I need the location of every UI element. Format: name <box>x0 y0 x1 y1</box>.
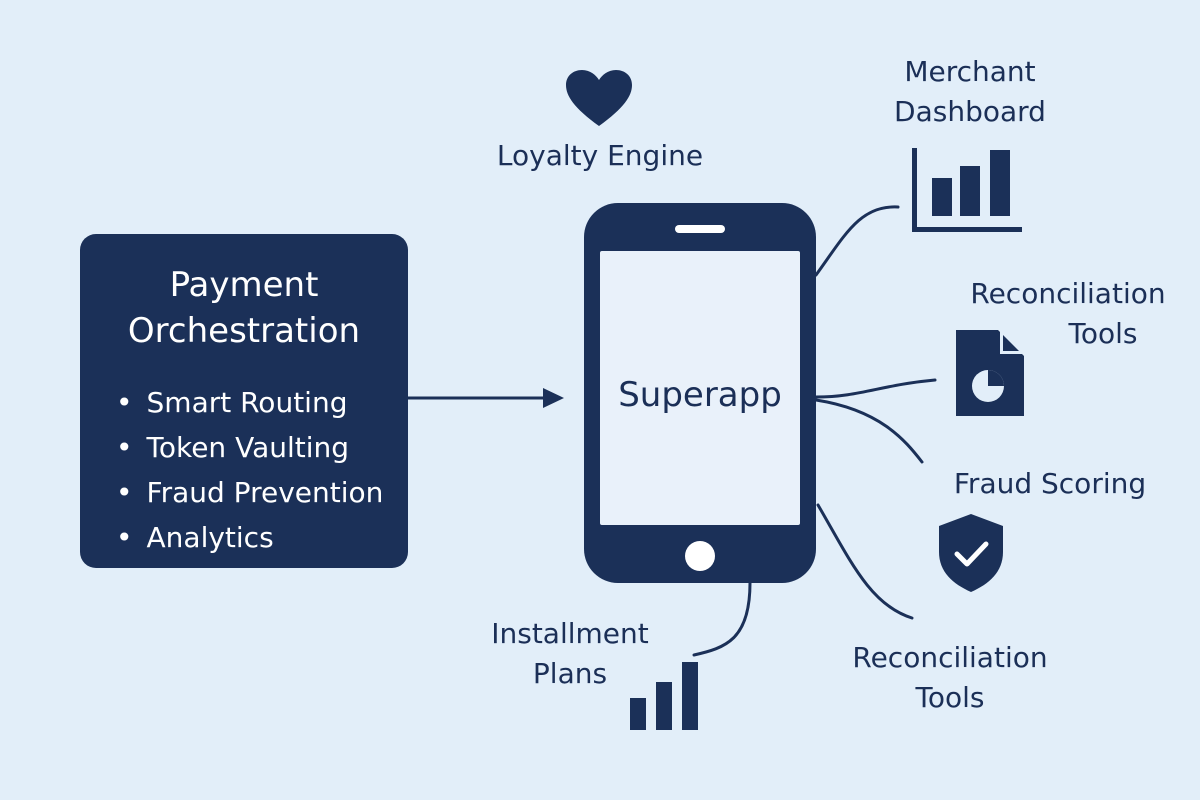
label-line: Dashboard <box>894 95 1046 128</box>
connector-installment <box>692 581 752 657</box>
title-line-1: Payment <box>169 265 319 305</box>
phone-home-button <box>685 541 715 571</box>
connector-reconciliation-bottom <box>816 503 914 620</box>
fraud-scoring-label: Fraud Scoring <box>953 467 1147 500</box>
loyalty-engine-label: Loyalty Engine <box>496 139 704 172</box>
connector-merchant-dashboard <box>814 205 900 277</box>
phone-speaker <box>675 225 725 233</box>
label-line: Reconciliation <box>970 277 1166 310</box>
bar-chart-icon <box>912 148 1022 232</box>
label-line: Tools <box>915 681 985 714</box>
connector-reconciliation-top <box>814 378 937 399</box>
label-line: Installment <box>491 617 649 650</box>
phone-screen <box>600 251 800 525</box>
bar-chart-icon <box>630 662 698 730</box>
merchant-dashboard-label: Merchant Dashboard <box>860 52 1080 132</box>
feature-item: Smart Routing <box>116 380 383 425</box>
shield-check-icon <box>939 514 1003 592</box>
connector-fraud-scoring <box>814 398 924 464</box>
reconciliation-tools-top-label: Reconciliation Tools <box>950 274 1186 354</box>
payment-orchestration-title: Payment Orchestration <box>80 262 408 354</box>
heart-icon <box>566 70 632 126</box>
label-line: Plans <box>532 657 608 690</box>
document-pie-chart-icon <box>956 330 1024 416</box>
phone-device: Superapp <box>584 203 816 583</box>
feature-list: Smart Routing Token Vaulting Fraud Preve… <box>116 380 384 560</box>
label-line: Tools <box>1068 317 1138 350</box>
label-line: Merchant <box>904 55 1036 88</box>
arrow-head <box>543 388 564 408</box>
superapp-label: Superapp <box>618 375 782 415</box>
feature-item: Analytics <box>116 515 383 560</box>
title-line-2: Orchestration <box>127 311 361 351</box>
feature-item: Token Vaulting <box>116 425 383 470</box>
reconciliation-tools-bottom-label: Reconciliation Tools <box>834 638 1066 718</box>
feature-item: Fraud Prevention <box>116 470 384 515</box>
installment-plans-label: Installment Plans <box>470 614 670 694</box>
label-line: Reconciliation <box>852 641 1048 674</box>
